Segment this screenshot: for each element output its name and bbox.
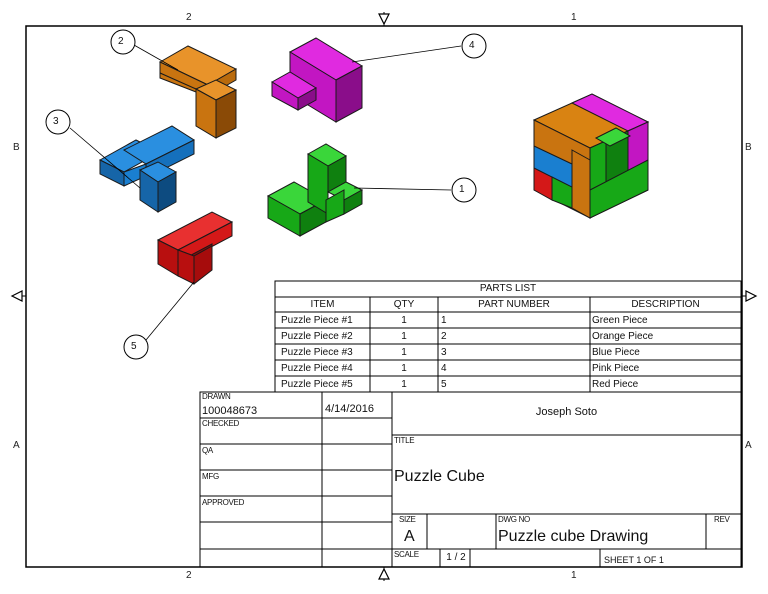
parts-list-header-description: DESCRIPTION xyxy=(631,299,700,310)
zone-bottom-2: 2 xyxy=(186,570,192,581)
parts-row-1-qty: 1 xyxy=(401,315,407,326)
red-piece xyxy=(156,211,234,286)
checked-label: CHECKED xyxy=(202,419,240,428)
size-label: SIZE xyxy=(399,515,416,524)
zone-top-1: 1 xyxy=(571,12,577,23)
balloon-1: 1 xyxy=(459,184,465,195)
size-value: A xyxy=(404,528,415,545)
zone-top-2: 2 xyxy=(186,12,192,23)
dwg-no-value: Puzzle cube Drawing xyxy=(498,528,649,545)
parts-row-3-item: Puzzle Piece #3 xyxy=(281,347,353,358)
balloon-5: 5 xyxy=(131,341,137,352)
balloon-3: 3 xyxy=(53,116,59,127)
parts-list-header-qty: QTY xyxy=(393,299,415,310)
zone-right-a: A xyxy=(745,440,752,451)
parts-row-2-qty: 1 xyxy=(401,331,407,342)
qa-label: QA xyxy=(202,446,213,455)
balloon-leaders xyxy=(69,44,462,341)
blue-piece xyxy=(98,125,196,213)
balloon-2: 2 xyxy=(118,36,124,47)
drawn-label: DRAWN xyxy=(202,392,231,401)
pink-piece xyxy=(271,37,364,123)
green-piece xyxy=(266,143,364,237)
approved-label: APPROVED xyxy=(202,498,245,507)
scale-value: 1 / 2 xyxy=(446,552,466,563)
parts-row-5-description: Red Piece xyxy=(592,379,639,390)
parts-list-header-item: ITEM xyxy=(310,299,335,310)
rev-label: REV xyxy=(714,515,730,524)
orange-piece xyxy=(158,45,238,139)
parts-row-5-number: 5 xyxy=(441,379,447,390)
parts-list-header-part-number: PART NUMBER xyxy=(478,299,550,310)
title-block-grid xyxy=(199,391,742,568)
drawn-by: 100048673 xyxy=(202,405,258,417)
parts-list-grid xyxy=(274,280,742,393)
zone-bottom-1: 1 xyxy=(571,570,577,581)
zone-right-b: B xyxy=(745,142,752,153)
parts-row-2-description: Orange Piece xyxy=(592,331,654,342)
company-name: Joseph Soto xyxy=(535,406,598,418)
parts-row-1-description: Green Piece xyxy=(592,315,648,326)
scale-label: SCALE xyxy=(394,550,419,559)
parts-row-3-qty: 1 xyxy=(401,347,407,358)
mfg-label: MFG xyxy=(202,472,219,481)
assembled-cube xyxy=(532,93,650,219)
sheet-number: SHEET 1 OF 1 xyxy=(604,555,664,565)
balloon-4: 4 xyxy=(469,40,475,51)
parts-row-5-qty: 1 xyxy=(401,379,407,390)
title-label: TITLE xyxy=(394,436,415,445)
parts-row-3-description: Blue Piece xyxy=(592,347,640,358)
parts-list-title: PARTS LIST xyxy=(479,283,537,294)
parts-row-4-number: 4 xyxy=(441,363,447,374)
balloon-circles xyxy=(45,29,487,360)
drawn-date: 4/14/2016 xyxy=(325,403,374,415)
parts-row-1-item: Puzzle Piece #1 xyxy=(281,315,353,326)
parts-row-2-number: 2 xyxy=(441,331,447,342)
centering-marks xyxy=(10,13,758,580)
dwg-no-label: DWG NO xyxy=(498,515,530,524)
parts-row-4-item: Puzzle Piece #4 xyxy=(281,363,353,374)
parts-row-5-item: Puzzle Piece #5 xyxy=(281,379,353,390)
parts-row-1-number: 1 xyxy=(441,315,447,326)
drawing-title: Puzzle Cube xyxy=(394,468,485,485)
zone-left-b: B xyxy=(13,142,20,153)
parts-row-4-description: Pink Piece xyxy=(592,363,640,374)
parts-row-2-item: Puzzle Piece #2 xyxy=(281,331,353,342)
zone-left-a: A xyxy=(13,440,20,451)
parts-row-3-number: 3 xyxy=(441,347,447,358)
parts-row-4-qty: 1 xyxy=(401,363,407,374)
